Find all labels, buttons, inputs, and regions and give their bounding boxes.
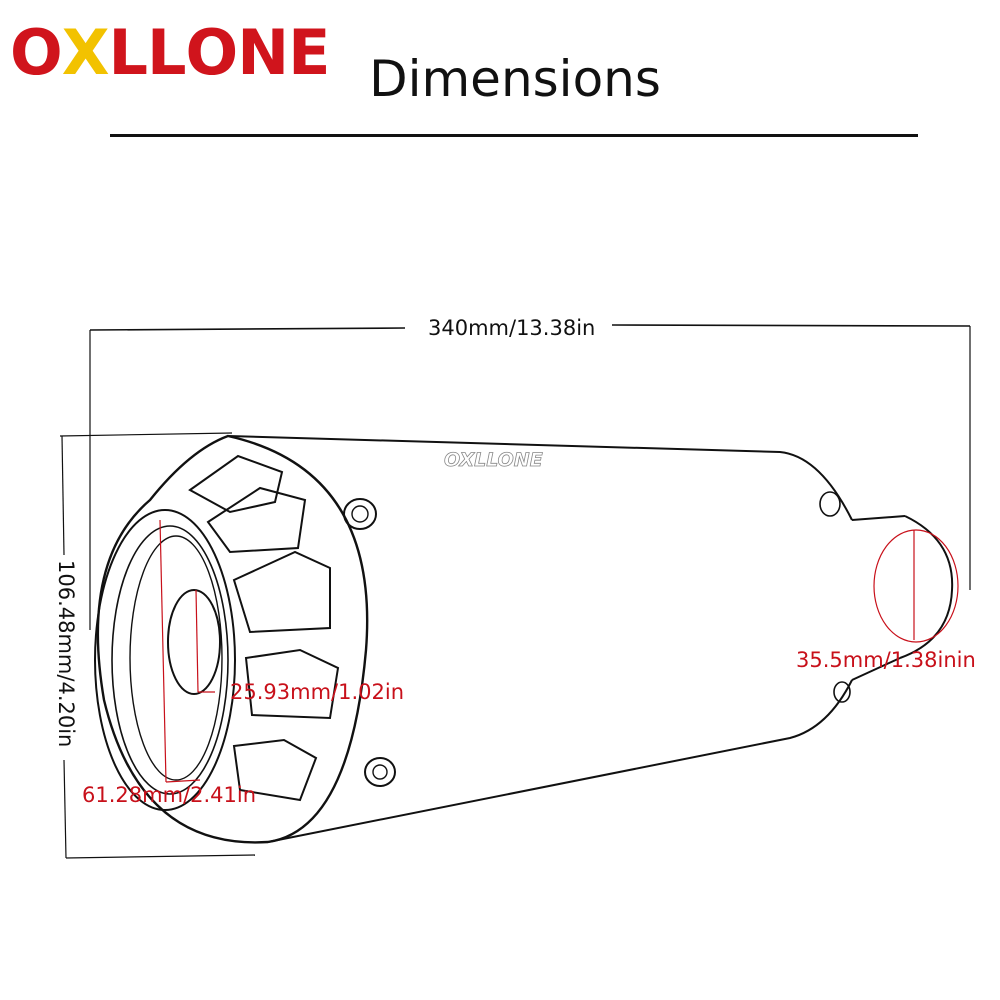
bolt-bottom-inner <box>372 764 388 780</box>
height-dimension-line-bottom <box>63 759 67 859</box>
inner-hole-label: 25.93mm/1.02in <box>230 680 405 704</box>
cap-slot-5 <box>232 738 318 802</box>
inner-hole <box>167 589 221 695</box>
outlet-ring-mid <box>111 525 229 795</box>
outlet-measure-line <box>159 519 167 783</box>
height-dimension-line-top <box>61 435 65 556</box>
cap-slot-2 <box>206 486 307 554</box>
inner-hole-measure-line <box>195 589 199 693</box>
inlet-pipe-end <box>899 515 954 659</box>
cap-slot-4 <box>244 648 340 720</box>
length-dimension-line-left <box>89 327 406 331</box>
muffler-body-bottom <box>267 679 853 843</box>
height-extension-bottom <box>65 854 256 859</box>
outlet-measure-tick <box>165 779 201 783</box>
height-label: 106.48mm/4.20in <box>54 560 78 748</box>
inlet-measure-circle <box>873 529 959 643</box>
length-dimension-line-right <box>611 324 971 327</box>
end-cap-outer <box>96 434 369 844</box>
logo-letter-o: O <box>10 16 63 89</box>
brand-logo: OXLLONE <box>10 18 330 88</box>
cap-slot-1 <box>188 454 284 514</box>
product-brand-mark: OXLLONE <box>444 449 543 471</box>
bolt-top <box>343 498 377 530</box>
logo-letter-x: X <box>61 16 110 89</box>
cap-slot-3 <box>232 550 331 634</box>
height-extension-top <box>59 432 233 437</box>
logo-letters-one: ONE <box>185 16 331 89</box>
logo-letters-ll: LL <box>108 16 187 89</box>
outlet-label: 61.28mm/2.41in <box>82 783 257 807</box>
bolt-rear-top <box>819 491 841 517</box>
inlet-pipe-bottom <box>851 657 901 681</box>
inlet-pipe-top <box>851 515 906 521</box>
outlet-ring-inner <box>129 535 223 781</box>
inlet-label: 35.5mm/1.38inin <box>796 648 976 672</box>
muffler-body-top <box>227 435 853 521</box>
length-label: 340mm/13.38in <box>428 316 596 340</box>
bolt-rear-bottom <box>833 681 851 703</box>
outlet-ring-outer <box>94 509 236 811</box>
bolt-top-inner <box>351 505 369 523</box>
bolt-bottom <box>364 757 396 787</box>
title-divider <box>110 134 918 137</box>
page-title: Dimensions <box>369 50 661 108</box>
